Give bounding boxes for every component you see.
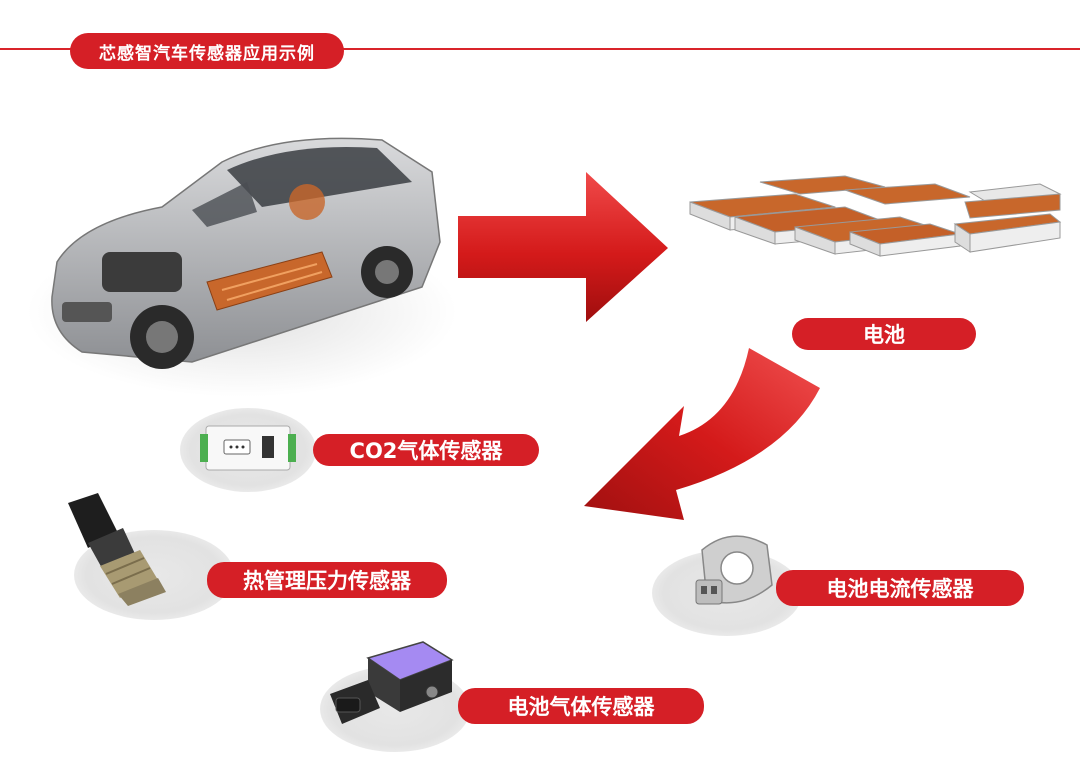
page-title: 芯感智汽车传感器应用示例: [70, 33, 344, 69]
curved-arrow-icon: [584, 348, 820, 520]
pressure-sensor-label: 热管理压力传感器: [207, 562, 447, 598]
car-illustration: [27, 137, 457, 397]
current-sensor-image: [695, 535, 773, 605]
right-arrow-icon: [458, 172, 668, 322]
current-sensor-label: 电池电流传感器: [776, 570, 1024, 606]
gas-sensor-label: 电池气体传感器: [458, 688, 704, 724]
co2-sensor-label: CO2气体传感器: [313, 434, 539, 466]
pressure-sensor-image: [68, 493, 166, 606]
battery-modules-image: [689, 175, 1062, 257]
co2-sensor-image: [200, 425, 296, 471]
header-divider-line: [0, 48, 1080, 50]
gas-sensor-image: [330, 641, 454, 724]
battery-label: 电池: [792, 318, 976, 350]
